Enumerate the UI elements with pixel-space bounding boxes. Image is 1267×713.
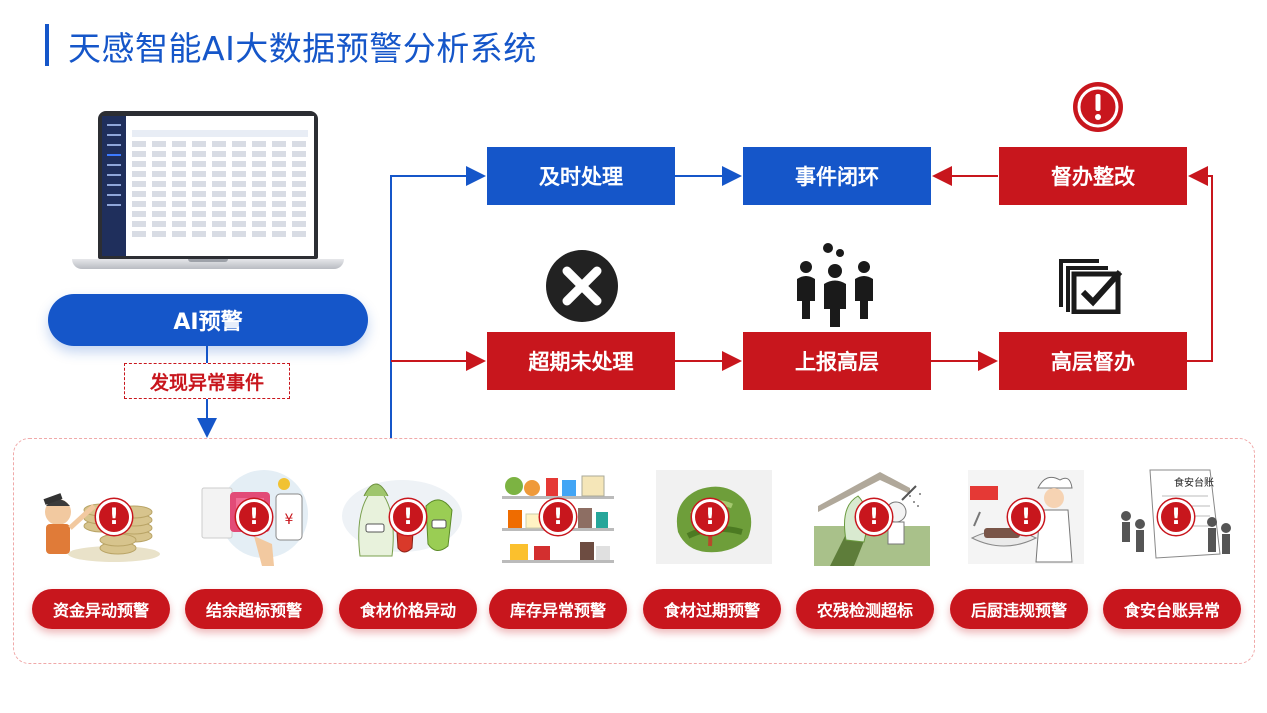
warning-icon: ! [692,499,728,535]
warning-icon: ! [856,499,892,535]
alert-kitchen-violation[interactable]: 后厨违规预警 [950,589,1088,629]
alert-pesticide-exceed[interactable]: 农残检测超标 [796,589,934,629]
timely-handle-box: 及时处理 [487,147,675,205]
warning-circle-icon [1073,82,1123,132]
arrow-senior-to-rectify [1187,166,1213,362]
warning-icon: ! [1008,499,1044,535]
svg-text:¥: ¥ [285,512,294,528]
ai-warning-button[interactable]: AI预警 [48,294,368,346]
warning-icon: ! [96,499,132,535]
warning-icon: ! [390,499,426,535]
alert-balance-exceed[interactable]: 结余超标预警 [185,589,323,629]
alert-expired-food[interactable]: 食材过期预警 [643,589,781,629]
supervise-rectify-box: 督办整改 [999,147,1187,205]
laptop-screenshot [72,111,344,273]
overdue-box: 超期未处理 [487,332,675,390]
ledger-sign: 食安台账 [1174,476,1214,489]
closed-loop-box: 事件闭环 [743,147,931,205]
alert-panel [13,438,1255,664]
warning-icon: ! [236,499,272,535]
abnormal-event-label: 发现异常事件 [124,363,290,399]
senior-supervise-box: 高层督办 [999,332,1187,390]
alert-inventory-anomaly[interactable]: 库存异常预警 [489,589,627,629]
report-senior-box: 上报高层 [743,332,931,390]
page-title: 天感智能AI大数据预警分析系统 [68,29,537,68]
alert-price-change[interactable]: 食材价格异动 [339,589,477,629]
farm-illustration [810,466,934,568]
alert-safety-ledger[interactable]: 食安台账异常 [1103,589,1241,629]
warning-icon: ! [1158,499,1194,535]
people-icon [797,243,873,327]
alert-fund-anomaly[interactable]: 资金异动预警 [32,589,170,629]
arrow-to-timely [390,166,486,438]
close-icon [546,250,618,322]
title-accent-bar [45,24,49,66]
warning-icon: ! [540,499,576,535]
checklist-icon [1059,259,1123,314]
